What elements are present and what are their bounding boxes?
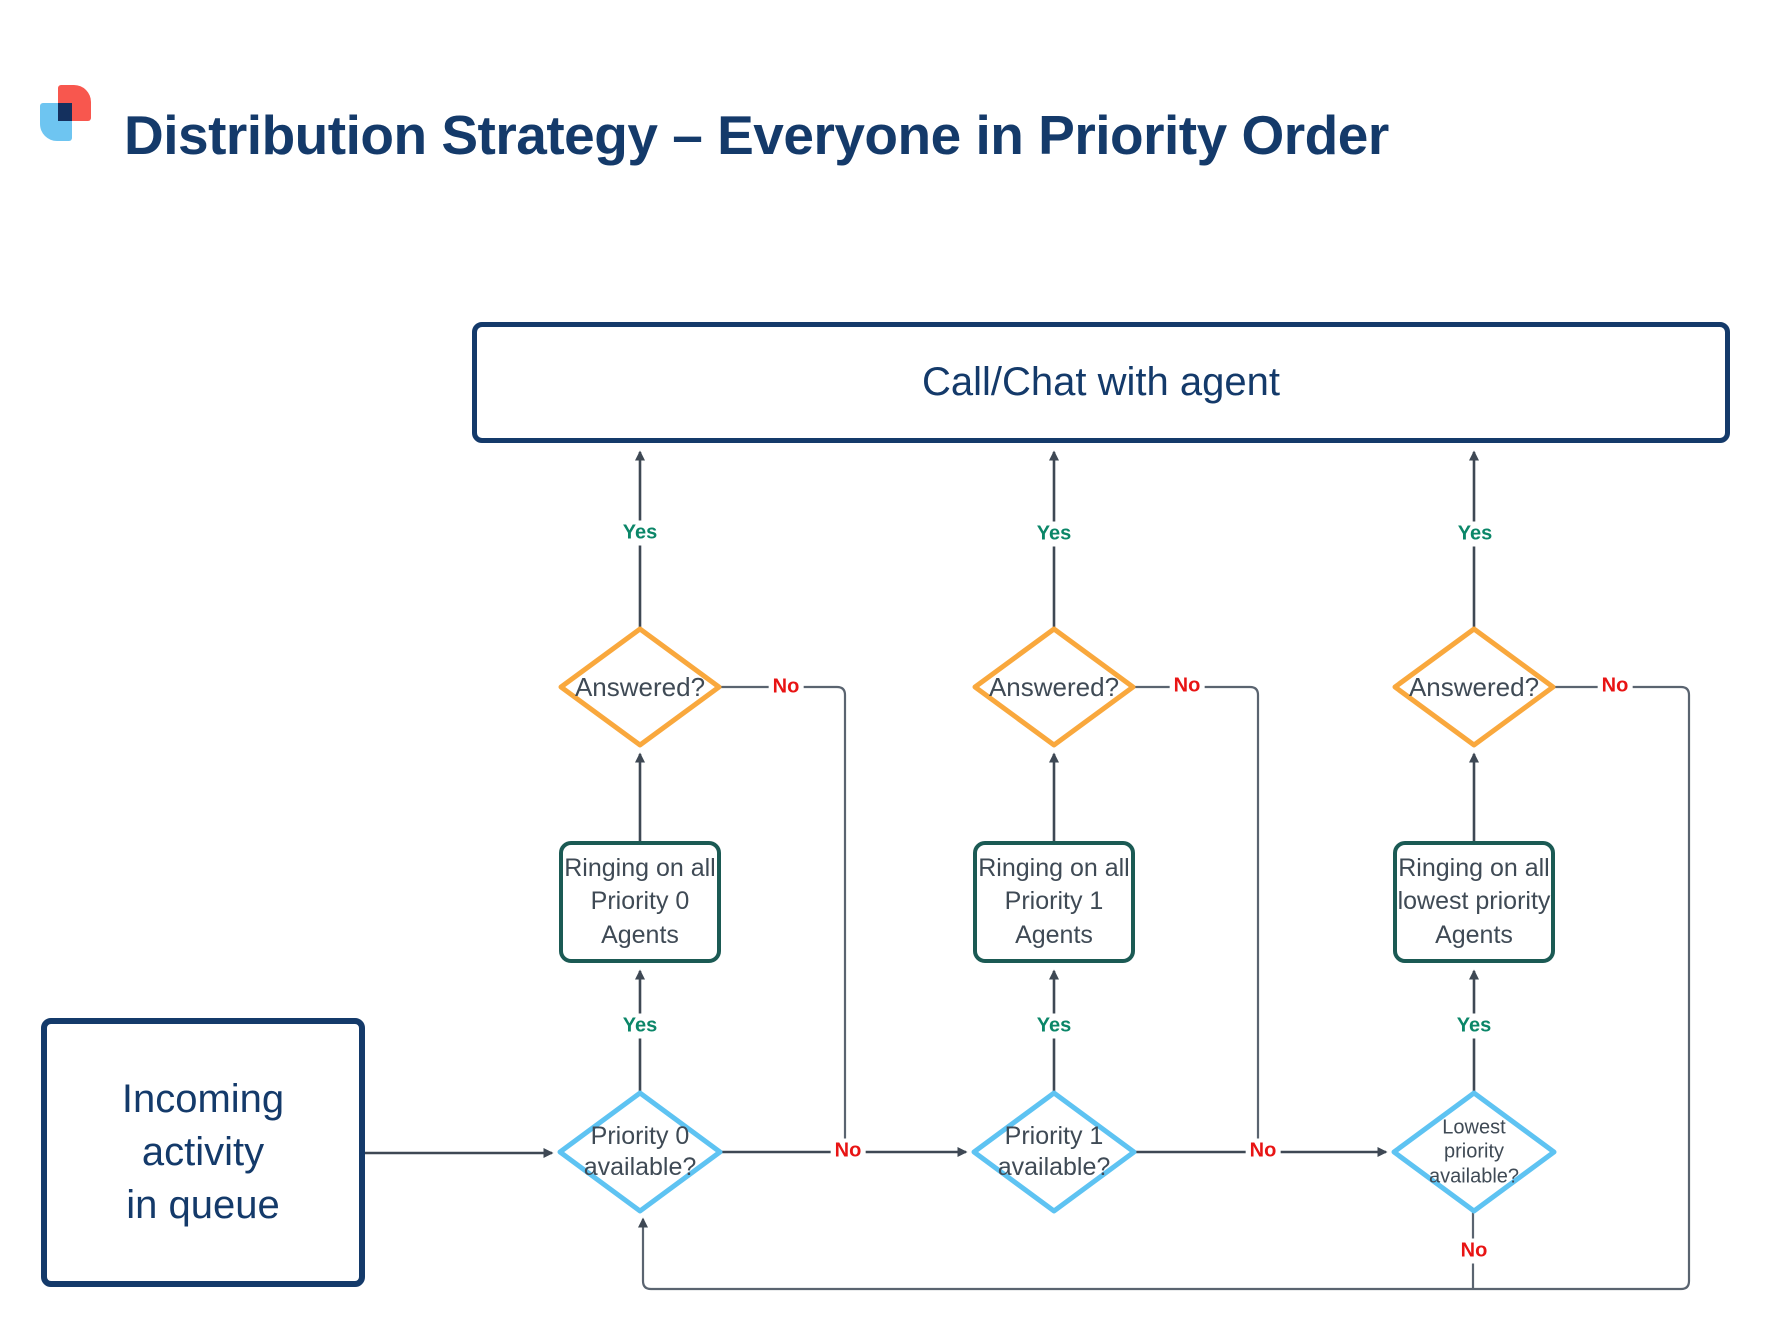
node-call-chat-with-agent: Call/Chat with agent	[472, 322, 1730, 443]
decision-answered-3: Answered?	[1408, 671, 1540, 702]
page-title: Distribution Strategy – Everyone in Prio…	[124, 104, 1389, 166]
ringing-line: Ringing on all	[564, 853, 716, 882]
edge-label-yes-answered-3: Yes	[1453, 521, 1497, 547]
ringing-line: Priority 1	[1004, 887, 1104, 916]
edge-label-yes-available-3: Yes	[1452, 1013, 1496, 1039]
ringing-line: Ringing on all	[978, 853, 1130, 882]
brand-logo-icon	[40, 85, 92, 141]
decision-priority-1-available: Priority 1 available?	[997, 1121, 1111, 1181]
node-ringing-priority-0: Ringing on all Priority 0 Agents	[559, 841, 721, 963]
edge-label-yes-answered-2: Yes	[1032, 521, 1076, 547]
ringing-line: lowest priority	[1397, 887, 1551, 916]
node-incoming-activity: Incoming activity in queue	[41, 1018, 365, 1287]
edge-label-no-available-2: No	[1245, 1138, 1281, 1164]
decision-answered-2: Answered?	[988, 671, 1120, 702]
edge-label-no-lowest: No	[1456, 1238, 1492, 1264]
edge-label-yes-answered-1: Yes	[618, 520, 662, 546]
ringing-line: Agents	[1435, 920, 1513, 949]
edge-label-no-answered-2: No	[1169, 673, 1205, 699]
edge-label-no-answered-3: No	[1597, 673, 1633, 699]
incoming-line: Incoming	[121, 1077, 285, 1122]
edge-label-yes-available-2: Yes	[1032, 1013, 1076, 1039]
node-ringing-lowest-priority: Ringing on all lowest priority Agents	[1393, 841, 1555, 963]
edge-label-no-answered-1: No	[768, 674, 804, 700]
ringing-line: Ringing on all	[1398, 853, 1550, 882]
node-call-chat-label: Call/Chat with agent	[922, 360, 1280, 404]
edge-label-no-available-1: No	[830, 1138, 866, 1164]
ringing-line: Agents	[601, 920, 679, 949]
decision-answered-1: Answered?	[574, 671, 706, 702]
logo-overlap-shape	[58, 103, 72, 121]
node-ringing-priority-1: Ringing on all Priority 1 Agents	[973, 841, 1135, 963]
incoming-line: in queue	[126, 1182, 280, 1227]
edge-label-yes-available-1: Yes	[618, 1013, 662, 1039]
decision-lowest-priority-available: Lowest priority available?	[1428, 1116, 1520, 1188]
decision-priority-0-available: Priority 0 available?	[583, 1121, 697, 1181]
incoming-line: activity	[141, 1130, 265, 1175]
ringing-line: Priority 0	[590, 887, 690, 916]
ringing-line: Agents	[1015, 920, 1093, 949]
